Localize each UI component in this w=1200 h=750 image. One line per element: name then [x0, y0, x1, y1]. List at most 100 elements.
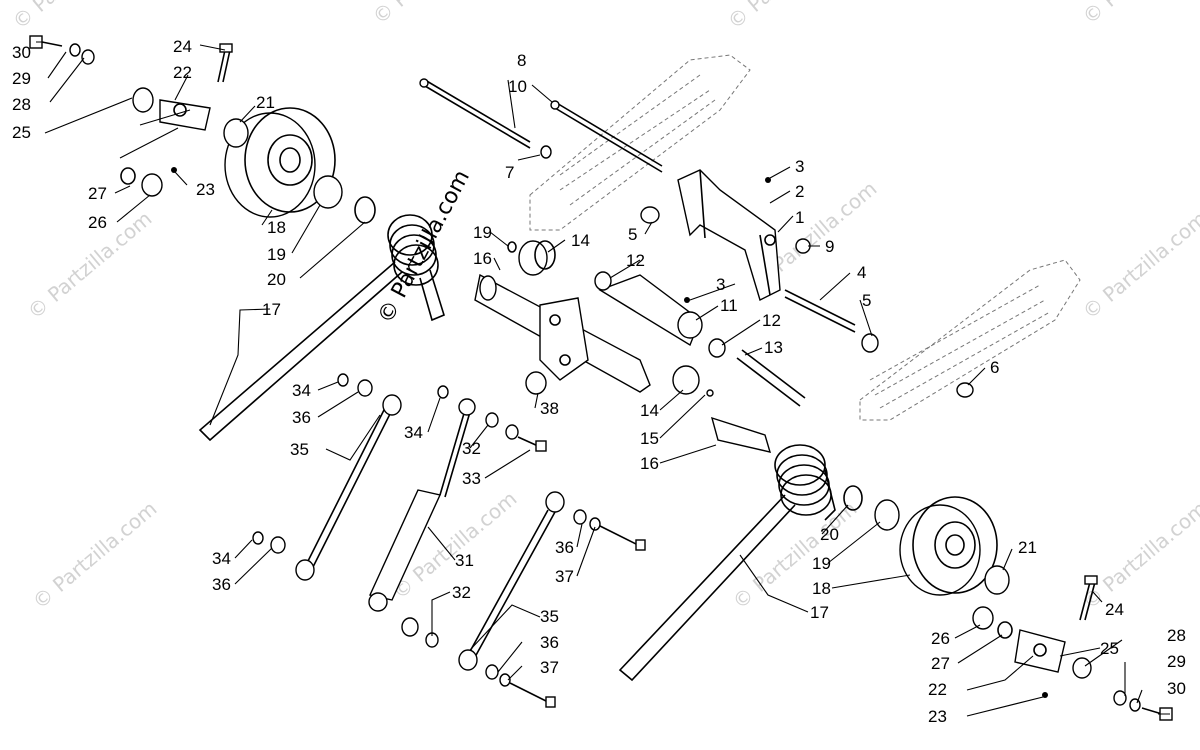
callout-5-upper: 5	[628, 225, 637, 244]
callout-7: 7	[505, 163, 514, 182]
callout-11: 11	[720, 296, 738, 315]
bushing-32-c	[401, 617, 419, 637]
bushing-36-b	[270, 536, 286, 554]
bushing-36-a	[357, 379, 373, 397]
callout-31: 31	[455, 551, 474, 570]
bushing-32-b	[505, 424, 519, 440]
washer-34-c	[252, 531, 264, 545]
stopper-14-upper	[518, 240, 556, 276]
callout-12-lower: 12	[762, 311, 781, 330]
callout-14-lower: 14	[640, 401, 659, 420]
callout-9: 9	[825, 237, 834, 256]
callout-25-left: 25	[12, 123, 31, 142]
watermark-faint: © Partzilla.com	[1078, 206, 1200, 324]
callout-29-left: 29	[12, 69, 31, 88]
faint-watermarks: © Partzilla.com © Partzilla.com © Partzi…	[8, 0, 1200, 614]
watermark-main: © Partzilla.com	[373, 166, 475, 328]
callout-37-upper: 37	[555, 567, 574, 586]
callout-34-b: 34	[404, 423, 423, 442]
spring-17-left	[198, 214, 445, 442]
callout-4: 4	[857, 263, 866, 282]
watermark-faint: © Partzilla.com	[28, 496, 162, 614]
callout-36-b: 36	[212, 575, 231, 594]
bolt-8	[419, 78, 531, 149]
pin-4	[784, 289, 974, 398]
callout-30-left: 30	[12, 43, 31, 62]
callout-20-right: 20	[820, 525, 839, 544]
nut-9-socket	[640, 206, 660, 224]
callout-21-left: 21	[256, 93, 275, 112]
watermark-faint: © Partzilla.com	[8, 0, 142, 34]
bearing-19-right	[874, 499, 900, 531]
bushing-12-upper	[594, 271, 612, 291]
washer-19-center	[507, 241, 517, 253]
shock-31	[368, 398, 476, 612]
callout-16-lower: 16	[640, 454, 659, 473]
callout-34-a: 34	[292, 381, 311, 400]
callout-36-d: 36	[540, 633, 559, 652]
callout-35-upper: 35	[290, 440, 309, 459]
bushing-38	[525, 371, 547, 395]
zerk-3-lower	[684, 297, 690, 303]
callout-5-lower: 5	[862, 291, 871, 310]
callout-1: 1	[795, 208, 804, 227]
callout-18-left: 18	[267, 218, 286, 237]
wheel-18-right	[899, 496, 998, 596]
callout-36-a: 36	[292, 408, 311, 427]
callout-19-center: 19	[473, 223, 492, 242]
bolt-37-upper	[589, 517, 646, 551]
callout-29-right: 29	[1167, 652, 1186, 671]
callout-3-lower: 3	[716, 275, 725, 294]
link-35-upper	[295, 394, 402, 581]
bushing-32-a	[485, 412, 499, 428]
circlip-20-right	[843, 485, 863, 511]
callout-28-right: 28	[1167, 626, 1186, 645]
callout-8: 8	[517, 51, 526, 70]
bolt-37-lower	[499, 673, 556, 708]
leader-lines	[36, 41, 1170, 717]
callout-35-lower: 35	[540, 607, 559, 626]
washer-15	[706, 389, 714, 397]
bolt-30-left	[29, 35, 95, 65]
callout-24-left: 24	[173, 37, 192, 56]
callout-3-upper: 3	[795, 157, 804, 176]
washer-34-a	[337, 373, 349, 387]
callout-32-upper: 32	[462, 439, 481, 458]
bolt-10	[550, 100, 663, 173]
callout-13: 13	[764, 338, 783, 357]
watermark-faint: © Partzilla.com	[723, 0, 857, 34]
link-35-lower	[458, 491, 565, 671]
callout-18-right: 18	[812, 579, 831, 598]
watermark-faint: © Partzilla.com	[368, 0, 502, 29]
callout-12-upper: 12	[626, 251, 645, 270]
bracket-1	[677, 169, 811, 301]
callout-17-left: 17	[262, 300, 281, 319]
callout-19-left: 19	[267, 245, 286, 264]
callout-26-right: 26	[931, 629, 950, 648]
bearing-21-right	[984, 565, 1010, 595]
callout-30-right: 30	[1167, 679, 1186, 698]
callout-26-left: 26	[88, 213, 107, 232]
callouts: 1 2 3 3 4 5 5 6 7 8 9 10 11 12 12 13 14 …	[12, 37, 1186, 726]
bolt-30-right	[1113, 690, 1173, 721]
callout-22-left: 22	[173, 63, 192, 82]
pin-13	[736, 349, 806, 407]
bushing-36-d	[485, 664, 499, 680]
washer-34-b	[437, 385, 449, 399]
callout-16-upper: 16	[473, 249, 492, 268]
callout-27-right: 27	[931, 654, 950, 673]
callout-6: 6	[990, 358, 999, 377]
watermark-faint: © Partzilla.com	[1078, 0, 1200, 29]
callout-22-right: 22	[928, 680, 947, 699]
bushing-36-c	[573, 509, 587, 525]
callout-36-c: 36	[555, 538, 574, 557]
rail-upper	[529, 54, 751, 231]
callout-38: 38	[540, 399, 559, 418]
axle-mount-22-left	[120, 43, 233, 197]
callout-24-right: 24	[1105, 600, 1124, 619]
callout-27-left: 27	[88, 184, 107, 203]
circlip-20-left	[354, 196, 376, 224]
callout-17-right: 17	[810, 603, 829, 622]
zerk-3-upper	[765, 177, 771, 183]
callout-33: 33	[462, 469, 481, 488]
